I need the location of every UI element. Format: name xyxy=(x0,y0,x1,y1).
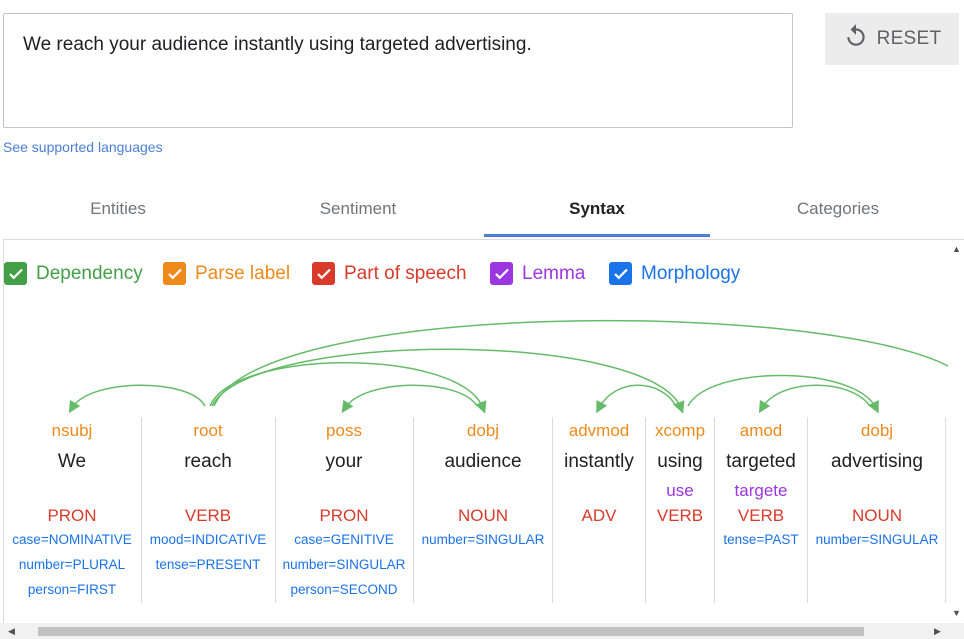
legend-part-of-speech[interactable]: Part of speech xyxy=(312,262,467,285)
column-divider xyxy=(141,417,142,603)
token-morph: person=SECOND xyxy=(290,582,398,597)
token-pos: NOUN xyxy=(457,506,509,525)
column-divider xyxy=(275,417,276,603)
token-morph: case=NOMINATIVE xyxy=(12,532,132,547)
arc-using-advertising xyxy=(687,374,879,414)
token-pos: ADV xyxy=(581,506,617,525)
legend-label: Dependency xyxy=(36,262,143,284)
reset-icon xyxy=(843,23,869,55)
text-input-value[interactable]: We reach your audience instantly using t… xyxy=(23,34,532,55)
token-morph: number=SINGULAR xyxy=(815,532,939,547)
token-pos: PRON xyxy=(47,506,97,525)
checkbox-checked-icon[interactable] xyxy=(490,262,513,285)
arc-reach-audience xyxy=(209,362,487,414)
scroll-up-icon[interactable]: ▲ xyxy=(952,244,961,254)
legend-label: Part of speech xyxy=(344,262,467,284)
column-divider xyxy=(645,417,646,603)
token-word: We xyxy=(57,451,87,472)
arc-reach-offscreen xyxy=(213,319,949,407)
token-dep-label: root xyxy=(193,421,223,440)
token-morph: number=SINGULAR xyxy=(282,557,406,572)
scroll-down-icon[interactable]: ▼ xyxy=(952,608,961,618)
reset-button-label: RESET xyxy=(876,28,942,49)
token-word: advertising xyxy=(831,451,923,472)
active-tab-indicator xyxy=(484,234,710,237)
token-dep-label: advmod xyxy=(568,421,630,440)
token-dep-label: amod xyxy=(739,421,783,440)
tab-categories[interactable]: Categories xyxy=(796,199,880,218)
scroll-right-icon[interactable]: ▶ xyxy=(934,626,941,636)
token-dep-label: poss xyxy=(326,421,362,440)
column-divider xyxy=(413,417,414,603)
token-lemma: use xyxy=(666,481,694,500)
horizontal-scroll-thumb[interactable] xyxy=(38,627,864,636)
token-dep-label: dobj xyxy=(466,421,500,440)
checkbox-checked-icon[interactable] xyxy=(609,262,632,285)
vertical-scrollbar[interactable]: ▲ ▼ xyxy=(948,240,964,623)
arc-audience-your xyxy=(341,384,478,413)
legend-label: Lemma xyxy=(522,262,586,284)
token-morph: mood=INDICATIVE xyxy=(149,532,267,547)
token-word: instantly xyxy=(564,451,634,472)
text-input[interactable]: We reach your audience instantly using t… xyxy=(3,13,793,128)
tab-entities[interactable]: Entities xyxy=(90,199,146,218)
legend-parse-label[interactable]: Parse label xyxy=(163,262,290,285)
token-word: reach xyxy=(184,451,232,472)
arc-reach-using xyxy=(211,348,685,414)
legend-label: Morphology xyxy=(641,262,741,284)
token-pos: NOUN xyxy=(851,506,903,525)
legend-label: Parse label xyxy=(195,262,291,284)
token-word: targeted xyxy=(726,451,796,472)
token-pos: VERB xyxy=(737,506,785,525)
token-word: audience xyxy=(444,451,522,472)
column-divider xyxy=(714,417,715,603)
tab-syntax[interactable]: Syntax xyxy=(569,199,625,218)
arc-reach-we xyxy=(68,384,206,414)
token-morph: number=PLURAL xyxy=(18,557,126,572)
token-pos: VERB xyxy=(184,506,232,525)
token-word: your xyxy=(325,451,363,472)
supported-languages-link[interactable]: See supported languages xyxy=(3,139,163,155)
token-word: using xyxy=(657,451,703,472)
dependency-arcs xyxy=(68,319,949,414)
scroll-left-icon[interactable]: ◀ xyxy=(8,626,15,636)
checkbox-checked-icon[interactable] xyxy=(163,262,186,285)
column-divider xyxy=(945,417,946,603)
column-divider xyxy=(807,417,808,603)
tab-sentiment[interactable]: Sentiment xyxy=(319,199,397,218)
legend-lemma[interactable]: Lemma xyxy=(490,262,585,285)
legend-morphology[interactable]: Morphology xyxy=(609,262,740,285)
token-dep-label: nsubj xyxy=(51,421,93,440)
syntax-panel xyxy=(3,239,964,623)
legend-dependency[interactable]: Dependency xyxy=(4,262,143,285)
token-pos: VERB xyxy=(656,506,704,525)
arc-advertising-targeted xyxy=(758,384,871,414)
token-morph: tense=PAST xyxy=(723,532,799,547)
token-morph: number=SINGULAR xyxy=(421,532,545,547)
token-pos: PRON xyxy=(319,506,369,525)
arc-using-instantly xyxy=(596,384,677,414)
checkbox-checked-icon[interactable] xyxy=(4,262,27,285)
token-morph: tense=PRESENT xyxy=(155,557,261,572)
checkbox-checked-icon[interactable] xyxy=(312,262,335,285)
tab-bar: Entities Sentiment Syntax Categories xyxy=(3,180,959,238)
token-morph: person=FIRST xyxy=(27,582,117,597)
token-dep-label: xcomp xyxy=(654,421,706,440)
token-lemma: targete xyxy=(734,481,788,500)
token-morph: case=GENITIVE xyxy=(294,532,394,547)
horizontal-scrollbar[interactable]: ◀ ▶ xyxy=(0,623,964,639)
token-dep-label: dobj xyxy=(860,421,894,440)
column-divider xyxy=(552,417,553,603)
reset-button[interactable]: RESET xyxy=(825,13,959,65)
